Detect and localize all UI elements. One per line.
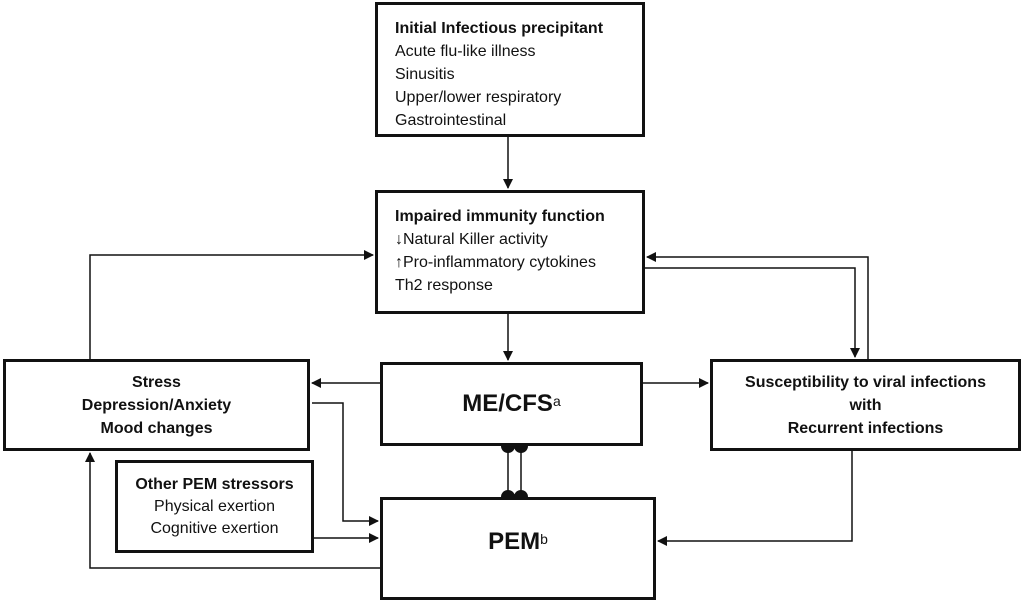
pem-label: PEM (488, 527, 541, 555)
impaired-immunity-box: Impaired immunity function ↓Natural Kill… (375, 190, 645, 314)
initial-item: Acute flu-like illness (395, 43, 536, 60)
initial-item: Sinusitis (395, 66, 455, 83)
initial-precipitant-title: Initial Infectious precipitant (395, 20, 604, 37)
arrow-immunity-to-susceptibility (645, 267, 860, 358)
mecfs-label: ME/CFS (462, 390, 553, 417)
other-pem-stressors-box: Other PEM stressors Physical exertion Co… (115, 460, 314, 553)
susceptibility-line: with (849, 396, 882, 414)
arrow-pem-to-stress (85, 452, 380, 569)
other-pem-item: Physical exertion (154, 497, 275, 515)
initial-item: Gastrointestinal (395, 112, 507, 129)
initial-precipitant-box: Initial Infectious precipitant Acute flu… (375, 2, 645, 137)
immunity-item: ↓Natural Killer activity (395, 231, 548, 248)
initial-item: Upper/lower respiratory (395, 89, 562, 106)
pem-superscript: b (540, 530, 548, 547)
immunity-title: Impaired immunity function (395, 208, 605, 225)
mecfs-superscript: a (552, 393, 561, 409)
arrow-susceptibility-to-immunity (646, 252, 869, 359)
stress-line: Depression/Anxiety (81, 396, 232, 414)
other-pem-item: Cognitive exertion (150, 519, 279, 537)
arrow-stress-to-immunity (89, 250, 374, 359)
arrow-susceptibility-to-pem (657, 451, 853, 546)
immunity-item: ↑Pro-inflammatory cytokines (395, 254, 596, 271)
susceptibility-line: Susceptibility to viral infections (745, 373, 986, 391)
arrow-stress-to-pem (312, 402, 379, 526)
susceptibility-box: Susceptibility to viral infections with … (710, 359, 1021, 451)
other-pem-title: Other PEM stressors (135, 475, 294, 493)
stress-line: Mood changes (100, 419, 213, 437)
stress-box: Stress Depression/Anxiety Mood changes (3, 359, 310, 451)
susceptibility-line: Recurrent infections (787, 419, 944, 437)
immunity-item: Th2 response (395, 277, 493, 294)
stress-line: Stress (132, 373, 181, 391)
